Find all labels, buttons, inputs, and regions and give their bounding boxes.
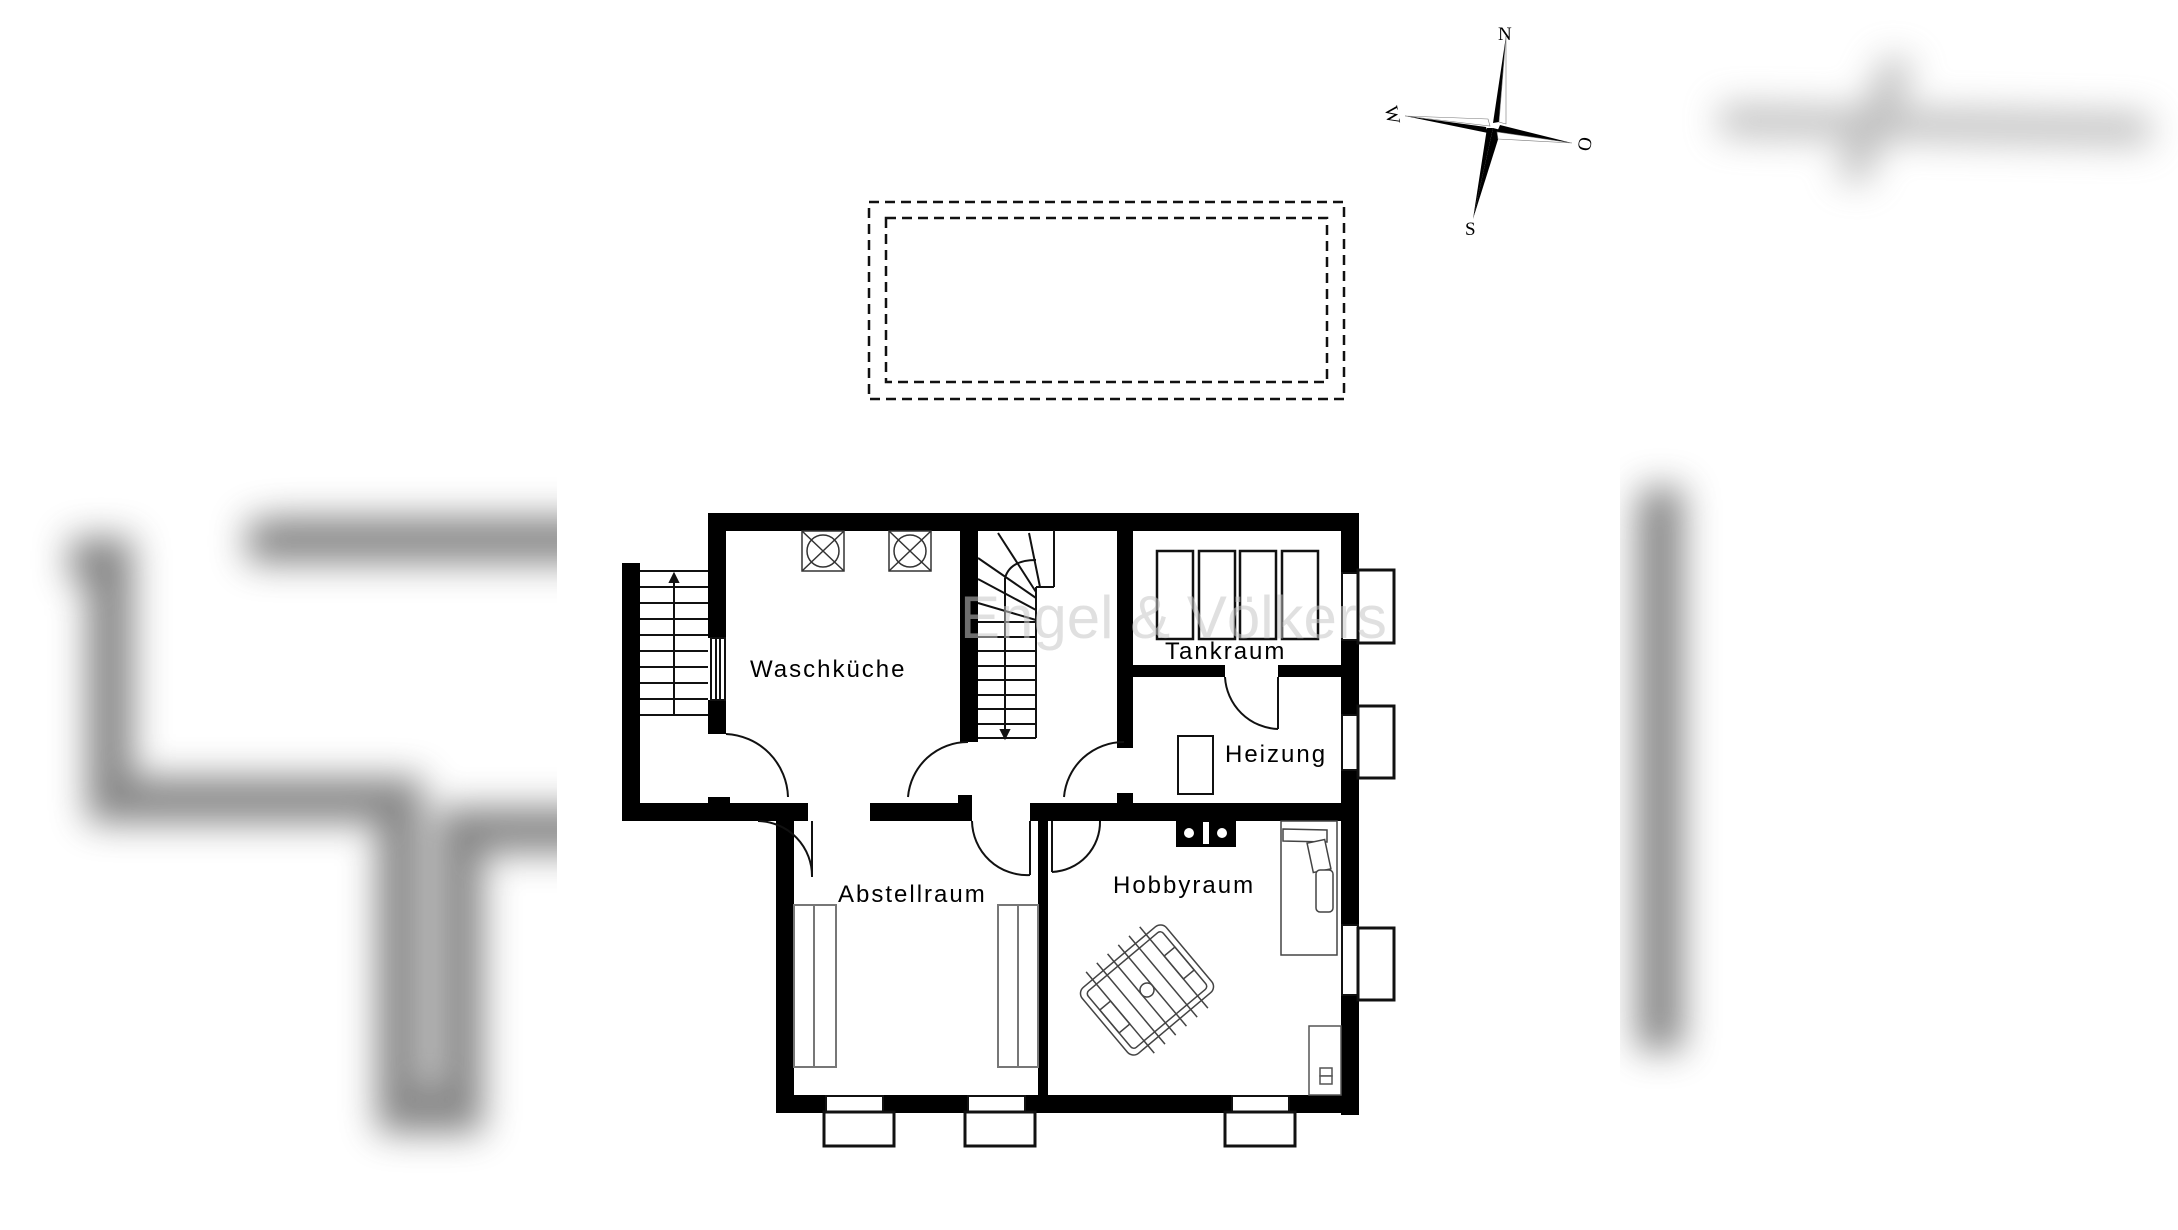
washing-machine-icons bbox=[801, 530, 932, 572]
boiler-icon bbox=[1177, 735, 1214, 795]
shelves bbox=[793, 904, 1039, 1068]
room-label-hobbyraum: Hobbyraum bbox=[1113, 872, 1255, 899]
compass-east: O bbox=[1574, 136, 1597, 153]
compass-rose-icon: N S W O bbox=[1380, 24, 1597, 240]
room-label-heizung: Heizung bbox=[1225, 741, 1327, 768]
oil-tanks bbox=[1155, 549, 1320, 641]
sofa-icon bbox=[1280, 820, 1338, 956]
room-label-abstellraum: Abstellraum bbox=[838, 881, 987, 908]
chimney-icon bbox=[1176, 819, 1236, 847]
windows bbox=[710, 568, 1396, 1148]
cabinet-icon bbox=[1308, 1025, 1342, 1096]
staircase-outer bbox=[640, 570, 708, 716]
room-label-waschkueche: Waschküche bbox=[750, 656, 907, 683]
compass-south: S bbox=[1465, 219, 1476, 240]
floorplan-panel bbox=[557, 0, 1620, 1225]
staircase-inner bbox=[977, 530, 1055, 741]
room-label-tankraum: Tankraum bbox=[1165, 638, 1286, 665]
walls bbox=[622, 513, 1359, 1115]
doors bbox=[725, 676, 1279, 878]
compass-west: W bbox=[1380, 104, 1404, 125]
foosball-table-icon bbox=[1079, 924, 1215, 1056]
compass-north: N bbox=[1498, 24, 1512, 45]
watermark: Engel & Völkers bbox=[960, 584, 1387, 651]
dashed-outline bbox=[867, 200, 1346, 401]
